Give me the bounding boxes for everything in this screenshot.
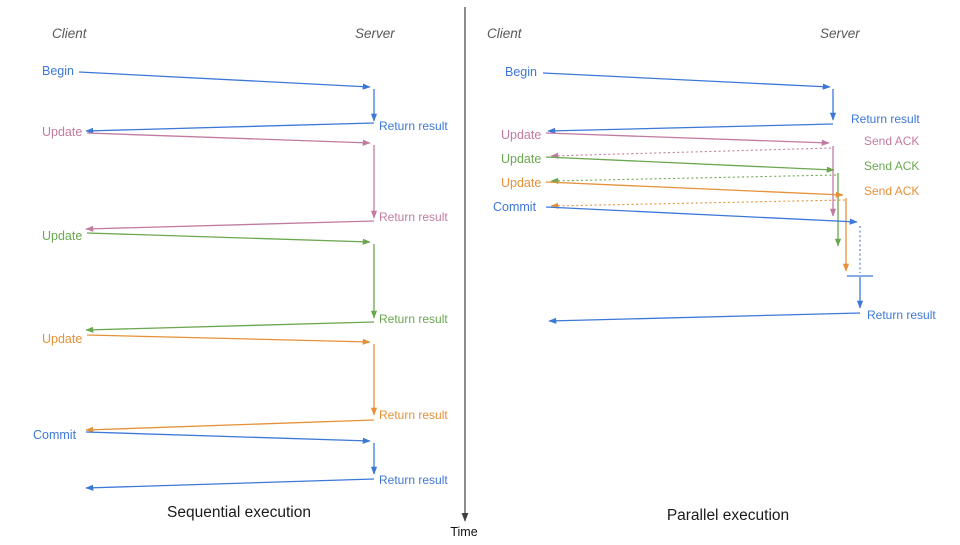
par-update3-ack-label: Send ACK: [864, 184, 919, 198]
seq-begin-label: Begin: [42, 64, 74, 78]
par-update3-request-line: [545, 181, 844, 198]
time-axis-label: Time: [450, 525, 477, 539]
par-begin-label: Begin: [505, 65, 537, 79]
par-update1-request-line: [545, 132, 830, 146]
seq-begin-request-line: [78, 71, 371, 90]
sequential-panel: Client Server Begin Return result Update…: [33, 26, 448, 521]
seq-update3-request-line: [86, 334, 371, 345]
parallel-title: Parallel execution: [667, 507, 789, 524]
seq-server-header: Server: [355, 26, 395, 41]
seq-begin-response-line: [85, 122, 375, 134]
seq-update3-label: Update: [42, 332, 82, 346]
par-commit-response-line: [548, 312, 861, 324]
seq-update1-response-line: [85, 220, 375, 232]
time-axis: Time: [450, 7, 478, 539]
seq-commit-request-line: [85, 431, 371, 444]
sequential-title: Sequential execution: [167, 504, 311, 521]
seq-client-header: Client: [52, 26, 88, 41]
seq-commit-return-label: Return result: [379, 473, 448, 487]
par-update3-ack-line: [550, 199, 846, 209]
par-server-header: Server: [820, 26, 860, 41]
par-begin-request-line: [542, 72, 831, 90]
seq-update2-response-line: [85, 321, 375, 333]
parallel-panel: Client Server Begin Return result Update…: [487, 26, 936, 524]
seq-update3-return-label: Return result: [379, 408, 448, 422]
par-begin-response-line: [547, 123, 834, 134]
par-update2-label: Update: [501, 152, 541, 166]
par-update1-ack-line: [550, 147, 832, 159]
par-client-header: Client: [487, 26, 523, 41]
par-update2-ack-line: [550, 174, 837, 184]
par-commit-return-label: Return result: [867, 308, 936, 322]
par-update2-request-line: [545, 156, 835, 173]
par-commit-label: Commit: [493, 200, 537, 214]
par-update3-label: Update: [501, 176, 541, 190]
seq-update1-label: Update: [42, 125, 82, 139]
seq-update1-return-label: Return result: [379, 210, 448, 224]
par-commit-request-line: [545, 206, 858, 225]
par-update1-ack-label: Send ACK: [864, 134, 919, 148]
seq-update3-response-line: [85, 419, 375, 433]
par-update2-ack-label: Send ACK: [864, 159, 919, 173]
seq-update2-request-line: [86, 232, 371, 245]
seq-begin-return-label: Return result: [379, 119, 448, 133]
seq-commit-label: Commit: [33, 428, 77, 442]
par-begin-return-label: Return result: [851, 112, 920, 126]
seq-update2-return-label: Return result: [379, 312, 448, 326]
seq-commit-response-line: [85, 478, 375, 491]
seq-update1-request-line: [86, 132, 371, 146]
par-update1-label: Update: [501, 128, 541, 142]
seq-update2-label: Update: [42, 229, 82, 243]
